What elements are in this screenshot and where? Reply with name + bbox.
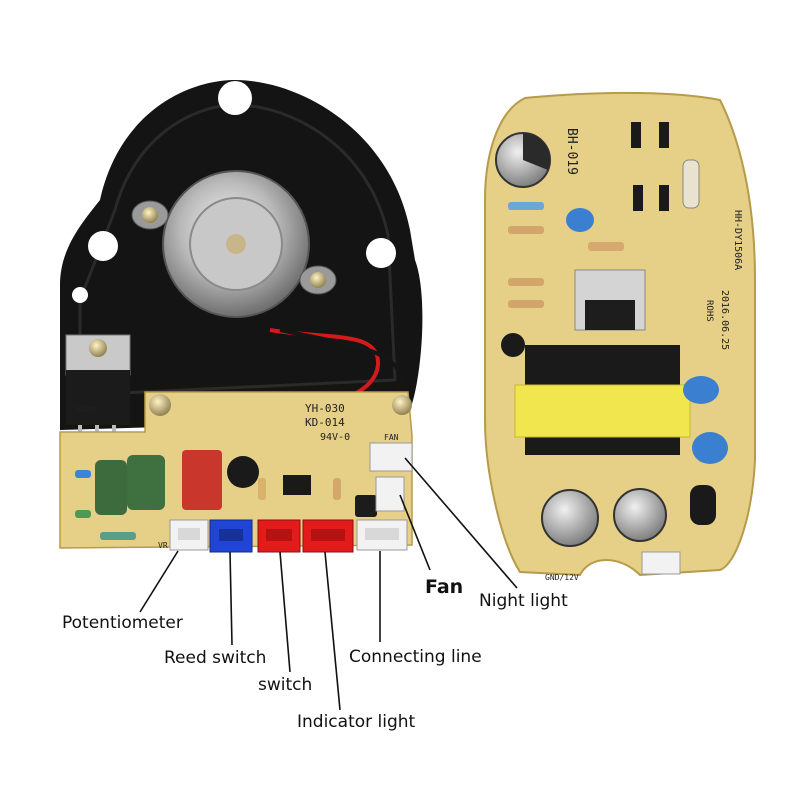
control-pcb: YH-030 KD-014 94V-0 FAN VR	[59, 391, 413, 550]
label-connecting-line: Connecting line	[349, 647, 482, 667]
label-switch: switch	[258, 675, 313, 695]
svg-text:2016.06.25: 2016.06.25	[719, 290, 730, 350]
svg-text:KD-014: KD-014	[305, 416, 345, 429]
connector-reed-switch	[209, 519, 253, 553]
connector-connecting-line	[356, 519, 408, 551]
ultrasonic-transducer	[131, 170, 337, 318]
connector-switch	[257, 519, 301, 553]
connector-indicator-light	[302, 519, 354, 553]
label-reed-switch: Reed switch	[164, 648, 267, 668]
callout-lines	[139, 457, 518, 711]
connector-night-light	[369, 442, 413, 472]
svg-text:VR: VR	[158, 541, 168, 550]
label-potentiometer: Potentiometer	[62, 613, 183, 633]
svg-text:ROHS: ROHS	[704, 300, 714, 322]
power-supply-pcb: BH-019 HH-DY1506A 2016.06.25 ROHS GND/12…	[484, 91, 756, 582]
connector-potentiometer	[169, 519, 209, 551]
label-night-light: Night light	[479, 591, 568, 611]
svg-text:GND/12V: GND/12V	[545, 573, 579, 582]
svg-text:BH-019: BH-019	[564, 128, 579, 175]
label-fan: Fan	[425, 576, 464, 598]
label-indicator-light: Indicator light	[297, 712, 416, 732]
svg-text:BU406: BU406	[76, 406, 97, 414]
svg-text:YH-030: YH-030	[305, 402, 345, 415]
connector-fan	[375, 476, 405, 512]
svg-text:FAN: FAN	[384, 433, 399, 442]
svg-text:HH-DY1506A: HH-DY1506A	[732, 210, 743, 270]
voltage-regulator: BU406	[65, 334, 131, 447]
svg-text:94V-0: 94V-0	[320, 432, 350, 443]
